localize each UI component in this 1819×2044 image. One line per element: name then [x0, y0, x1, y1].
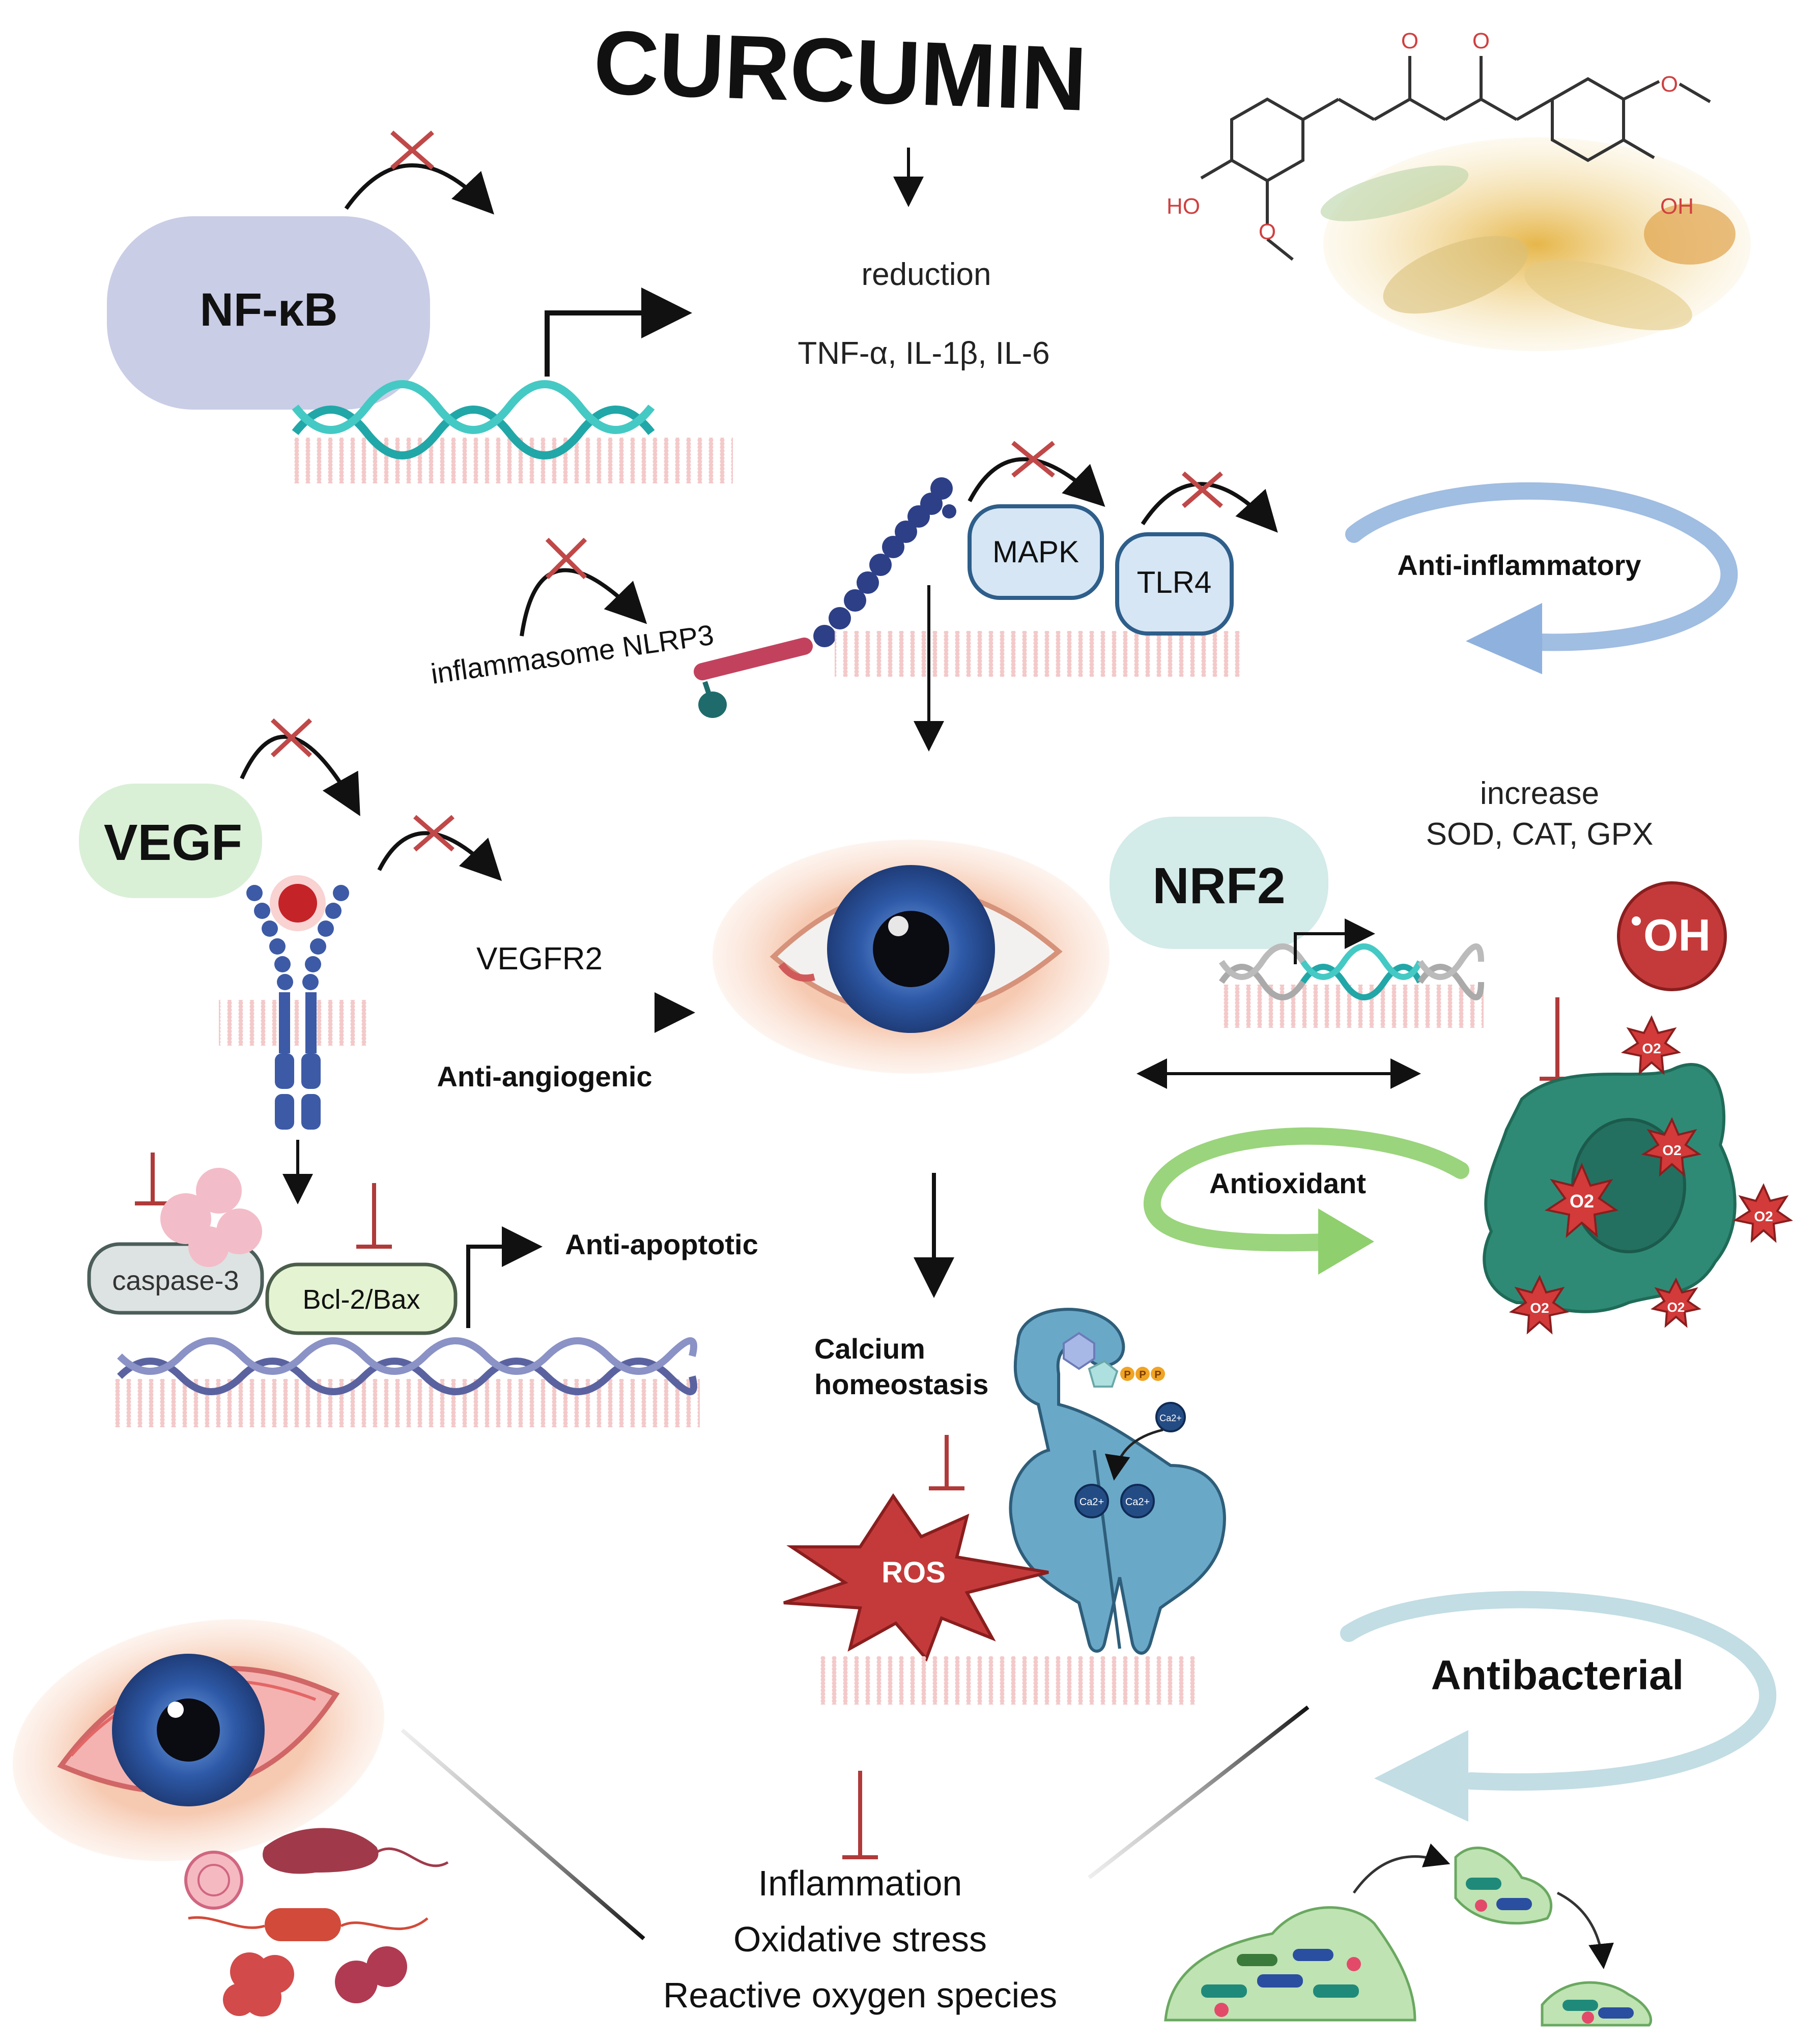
nfkb-membrane	[290, 438, 733, 483]
mapk-tlr4-membrane	[835, 631, 1242, 677]
anti-angiogenic-label: Anti-angiogenic	[437, 1060, 652, 1092]
calcium-inhibit-icon	[929, 1435, 964, 1490]
calcium-label-line1: Calcium	[814, 1333, 925, 1365]
antioxidant-cycle-icon	[1144, 1127, 1469, 1275]
curcumin-structure	[1200, 56, 1711, 261]
cytokines-label: TNF-α, IL-1β, IL-6	[798, 336, 1049, 371]
caspase-protein-icon	[160, 1168, 262, 1267]
nrf2-transcription-arrow	[1294, 918, 1375, 964]
mapk-cross-icon	[1011, 441, 1055, 478]
caspase-inhibit-icon	[135, 1153, 170, 1205]
mapk-box	[968, 504, 1104, 600]
nrf2-dna	[1219, 943, 1484, 1000]
vegf-membrane	[219, 1000, 372, 1046]
atp-p-label-3: P	[1154, 1369, 1161, 1380]
ros-label: ROS	[882, 1556, 946, 1589]
apoptosis-dna	[117, 1337, 697, 1395]
superoxide-label-3: O2	[1570, 1191, 1594, 1212]
superoxide-star-icons	[1509, 1015, 1793, 1335]
tlr4-box	[1115, 532, 1234, 636]
vegfr2-cross-icon	[413, 815, 454, 852]
left-connector-line	[401, 1728, 645, 1941]
tlr4-cross-icon	[1182, 471, 1223, 508]
caspase3-label: caspase-3	[112, 1265, 239, 1296]
pathogens-icon	[184, 1828, 449, 2017]
superoxide-label-1: O2	[1642, 1041, 1661, 1056]
nfkb-inhibit-arrow	[344, 163, 494, 215]
vegfr2-label: VEGFR2	[476, 941, 603, 976]
infected-eye-icon	[12, 1619, 385, 1861]
anti-apoptotic-label: Anti-apoptotic	[565, 1228, 758, 1260]
nrf2-label: NRF2	[1152, 857, 1285, 914]
calcium-label-line2: homeostasis	[814, 1368, 988, 1400]
vegfr2-receptor	[246, 875, 349, 1130]
ketone-o-left: O	[1401, 28, 1418, 53]
vegf-label: VEGF	[104, 814, 242, 871]
apoptosis-transcription-arrow	[466, 1226, 543, 1328]
nrf2-box	[1110, 817, 1328, 949]
atp-p-label-1: P	[1124, 1369, 1130, 1380]
right-connector-line	[1088, 1705, 1310, 1880]
outcome-inflammation: Inflammation	[758, 1863, 962, 1903]
superoxide-label-6: O2	[1667, 1300, 1685, 1315]
hydroxyl-left: HO	[1167, 194, 1200, 219]
mapk-inhibit-arrow	[968, 457, 1105, 507]
nfkb-cross-icon	[390, 130, 434, 170]
outcome-inhibit-icon	[842, 1771, 878, 1859]
ca-ion-label-2: Ca2+	[1125, 1496, 1150, 1508]
title: CURCUMIN	[592, 11, 1088, 130]
nlrp3-cross-icon	[545, 537, 587, 580]
anti-inflammatory-cycle-icon	[1345, 482, 1738, 674]
biofilm-icon	[1164, 1843, 1653, 2027]
apoptosis-membrane	[115, 1379, 700, 1427]
superoxide-label-5: O2	[1530, 1300, 1549, 1316]
antibacterial-label: Antibacterial	[1431, 1652, 1684, 1698]
turmeric-background	[1320, 137, 1751, 351]
ca-ion-label-3: Ca2+	[1159, 1413, 1182, 1423]
anti-inflammatory-label: Anti-inflammatory	[1397, 549, 1641, 581]
ca-ion-label-1: Ca2+	[1079, 1496, 1104, 1508]
vegfr2-inhibit-arrow	[377, 831, 502, 881]
calcium-channel-icon	[1009, 1308, 1226, 1655]
oh-inhibit-icon	[1540, 997, 1575, 1081]
bcl2bax-box	[265, 1262, 458, 1335]
nlrp3-label: inflammasome NLRP3	[429, 618, 716, 689]
oxidative-cell-icon	[1483, 1063, 1737, 1313]
nfkb-transcription-arrow	[545, 287, 692, 377]
vegf-cross-icon	[270, 718, 312, 758]
calcium-membrane	[819, 1656, 1201, 1705]
reduction-label: reduction	[861, 257, 991, 292]
outcome-oxidative-stress: Oxidative stress	[733, 1919, 987, 1959]
nfkb-box	[107, 216, 430, 410]
nlrp3-inhibit-arrow	[520, 568, 647, 637]
healthy-eye-icon	[713, 840, 1110, 1074]
methoxy-o-left: O	[1259, 219, 1276, 244]
mapk-label: MAPK	[992, 535, 1079, 569]
tlr4-inhibit-arrow	[1141, 482, 1278, 533]
hydroxyl-right: OH	[1660, 194, 1694, 219]
nlrp3-protein-chain	[694, 477, 956, 718]
nfkb-label: NF-κB	[200, 284, 337, 336]
superoxide-label-4: O2	[1754, 1208, 1773, 1224]
antibacterial-cycle-icon	[1340, 1591, 1777, 1822]
nfkb-dna	[292, 380, 655, 459]
atp-p-label-2: P	[1139, 1369, 1146, 1380]
radical-dot	[1632, 916, 1641, 926]
antioxidant-label: Antioxidant	[1209, 1167, 1366, 1199]
enzymes-label: SOD, CAT, GPX	[1426, 817, 1654, 852]
vegf-box	[79, 784, 262, 898]
outcome-reactive-oxygen: Reactive oxygen species	[663, 1975, 1057, 2015]
methoxy-o-right: O	[1661, 72, 1678, 97]
hydroxyl-radical-icon	[1617, 881, 1727, 991]
bcl2bax-label: Bcl-2/Bax	[302, 1284, 420, 1315]
bcl-inhibit-icon	[356, 1183, 392, 1249]
superoxide-label-2: O2	[1662, 1142, 1681, 1158]
increase-label: increase	[1480, 776, 1599, 811]
hydroxyl-radical-label: OH	[1643, 910, 1711, 960]
ketone-o-right: O	[1472, 28, 1490, 53]
tlr4-label: TLR4	[1137, 565, 1212, 599]
